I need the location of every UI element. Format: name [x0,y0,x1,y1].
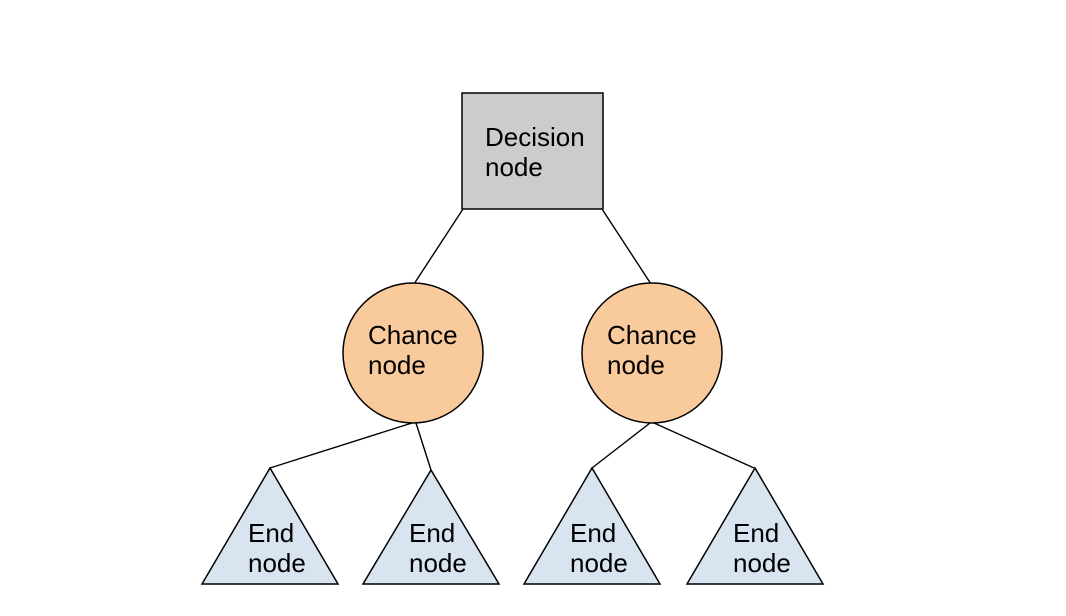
chance-node-right-shape [581,282,723,424]
end-node-3-label-line1: End [570,518,616,548]
chance-node-left-label-line2: node [368,350,426,380]
edge-decision-to-chance-left [413,208,464,285]
edge-chance-left-to-end-1 [269,422,413,469]
chance-node-left-shape [342,282,484,424]
edges [269,208,755,471]
end-node-3-label-line2: node [570,548,628,578]
end-node-2-label-line2: node [409,548,467,578]
end-node-1-shape [200,466,340,585]
end-node-2-label-line1: End [409,518,455,548]
decision-node-label-line1: Decision [485,122,585,152]
end-node-3: End node [522,466,662,585]
chance-node-right-label-line1: Chance [607,320,697,350]
edge-chance-right-to-end-4 [653,422,755,469]
chance-node-left: Chance node [342,282,484,424]
edge-chance-right-to-end-3 [591,422,651,469]
end-node-4: End node [685,466,825,585]
end-node-1: End node [200,466,340,585]
end-node-4-label-line2: node [733,548,791,578]
end-node-2-shape [361,468,501,585]
chance-node-right-label-line2: node [607,350,665,380]
edge-chance-left-to-end-2 [415,422,432,471]
end-node-4-label-line1: End [733,518,779,548]
chance-node-left-label-line1: Chance [368,320,458,350]
end-node-1-label-line2: node [248,548,306,578]
end-node-4-shape [685,466,825,585]
end-node-3-shape [522,466,662,585]
edge-decision-to-chance-right [601,208,652,285]
chance-node-right: Chance node [581,282,723,424]
decision-node-shape [461,92,604,210]
decision-node: Decision node [461,92,604,210]
end-node-1-label-line1: End [248,518,294,548]
decision-node-label-line2: node [485,152,543,182]
end-node-2: End node [361,468,501,585]
